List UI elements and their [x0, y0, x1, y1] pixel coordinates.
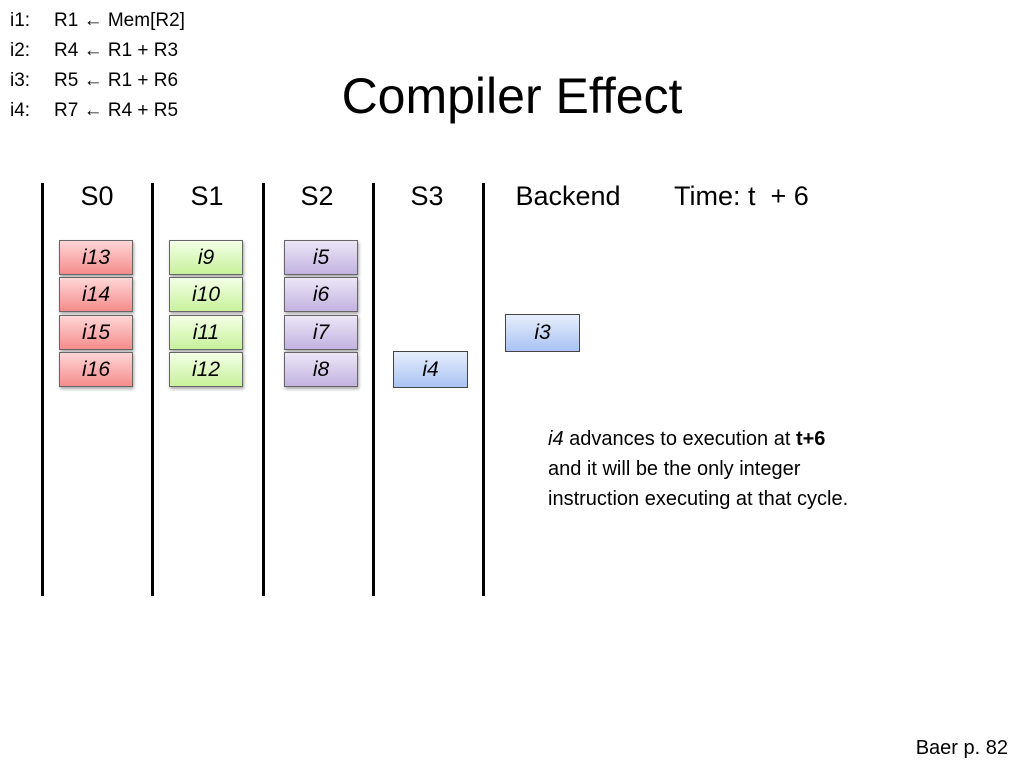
code-label: i2:: [10, 40, 31, 61]
stage-label-s2: S2: [300, 181, 334, 211]
stage-divider: [482, 183, 485, 596]
instruction-box-s1: i9: [169, 240, 243, 275]
code-line-i1: i1: R1 ← Mem[R2]: [10, 6, 185, 36]
instruction-box-backend: i3: [505, 314, 580, 352]
instruction-box-s2: i5: [284, 240, 358, 275]
source-citation: Baer p. 82: [915, 737, 1008, 759]
instruction-box-s1: i12: [169, 352, 243, 387]
instruction-box-s2: i8: [284, 352, 358, 387]
code-text: R5 ← R1 + R6: [54, 70, 179, 91]
note-line-3: instruction executing at that cycle.: [548, 488, 849, 510]
stage-divider: [372, 183, 375, 596]
slide-title-text: Compiler Effect: [341, 68, 683, 124]
code-label: i1:: [10, 10, 31, 31]
code-text: R1 ← Mem[R2]: [54, 10, 185, 31]
stage-label-backend: Backend: [515, 181, 621, 211]
instruction-box-s1: i11: [169, 315, 243, 350]
code-line-i4: i4: R7 ← R4 + R5: [10, 96, 185, 126]
slide-title: Compiler Effect: [0, 64, 1024, 128]
time-label: Time: t + 6: [674, 181, 809, 211]
code-line-i3: i3: R5 ← R1 + R6: [10, 66, 185, 96]
instruction-box-s0: i14: [59, 277, 133, 312]
note-line-2: and it will be the only integer: [548, 458, 801, 480]
note-text: advances to execution at: [563, 428, 796, 450]
code-line-i2: i2: R4 ← R1 + R3: [10, 36, 185, 66]
stage-divider: [262, 183, 265, 596]
note-time: t+6: [795, 428, 826, 450]
stage-divider: [151, 183, 154, 596]
stage-label-s0: S0: [80, 181, 114, 211]
code-listing: i1: R1 ← Mem[R2] i2: R4 ← R1 + R3 i3: R5…: [10, 6, 185, 126]
note-instruction: i4: [548, 428, 564, 450]
instruction-box-s2: i6: [284, 277, 358, 312]
code-label: i4:: [10, 100, 31, 121]
stage-divider: [41, 183, 44, 596]
instruction-box-s2: i7: [284, 315, 358, 350]
instruction-box-s0: i16: [59, 352, 133, 387]
instruction-box-s1: i10: [169, 277, 243, 312]
stage-label-s1: S1: [190, 181, 224, 211]
note-line-1: i4 advances to execution at t+6: [548, 424, 848, 454]
instruction-box-s0: i13: [59, 240, 133, 275]
code-text: R4 ← R1 + R3: [54, 40, 179, 61]
instruction-box-s3: i4: [393, 351, 468, 388]
instruction-box-s0: i15: [59, 315, 133, 350]
stage-label-s3: S3: [410, 181, 444, 211]
code-label: i3:: [10, 70, 31, 91]
code-text: R7 ← R4 + R5: [54, 100, 179, 121]
explanation-note: i4 advances to execution at t+6 and it w…: [548, 424, 848, 514]
